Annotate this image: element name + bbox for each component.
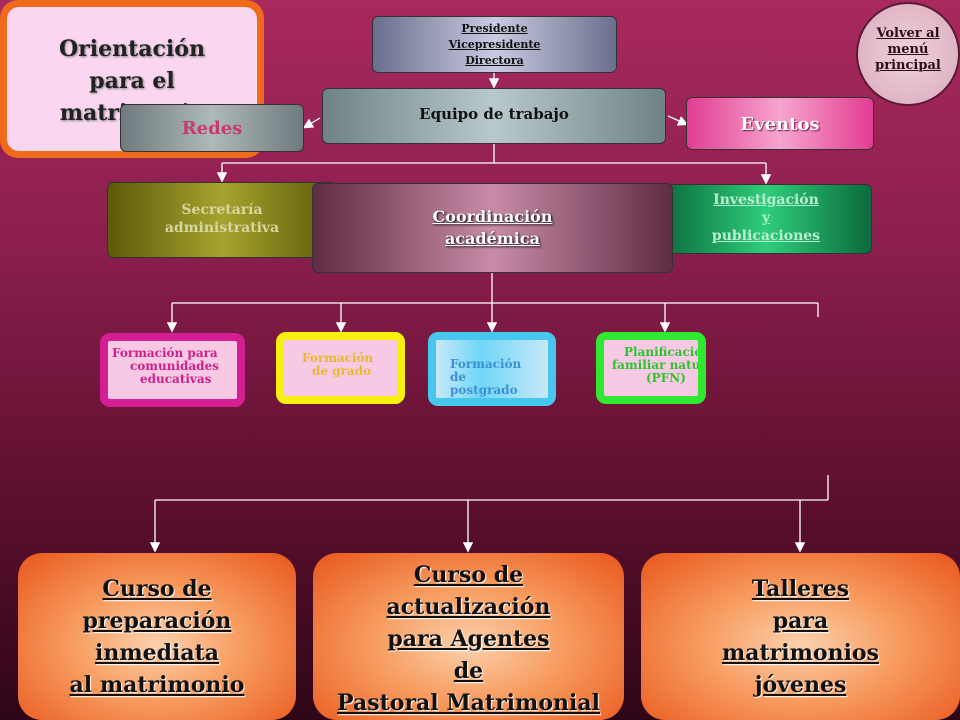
node-formacion-postgrado-line2: de postgrado [450, 370, 518, 397]
node-curso-actualizacion-line3: para Agentes [387, 626, 550, 652]
node-redes[interactable]: Redes [120, 104, 304, 152]
node-planificacion-familiar[interactable]: Planificación familiar natural (PFN) [596, 332, 706, 404]
node-curso-actualizacion-line4: de [453, 658, 484, 684]
node-planificacion-line1: Planificación [624, 345, 706, 359]
node-planificacion-line3: (PFN) [646, 371, 686, 385]
node-presidente[interactable]: Presidente Vicepresidente Directora [372, 16, 617, 73]
node-talleres-line4: jóvenes [754, 672, 847, 698]
node-presidente-line2: Vicepresidente [448, 38, 541, 51]
node-coordinacion-academica[interactable]: Coordinación académica [312, 183, 673, 273]
node-curso-preparacion-line1: Curso de [102, 576, 212, 602]
node-talleres-line2: para [772, 608, 829, 634]
node-curso-actualizacion-line5: Pastoral Matrimonial [337, 690, 600, 716]
node-formacion-comunidades-line3: educativas [140, 372, 212, 386]
node-curso-preparacion[interactable]: Curso de preparación inmediata al matrim… [18, 553, 296, 720]
node-formacion-grado[interactable]: Formación de grado [276, 332, 405, 404]
node-investigacion-line3: publicaciones [711, 228, 821, 244]
node-eventos[interactable]: Eventos [686, 97, 874, 150]
node-curso-preparacion-line2: preparación [82, 608, 232, 634]
node-secretaria-line2: administrativa [164, 220, 280, 236]
node-equipo-de-trabajo[interactable]: Equipo de trabajo [322, 88, 666, 144]
node-formacion-comunidades-line1: Formación para [112, 346, 218, 360]
node-redes-label: Redes [181, 118, 243, 139]
node-talleres-matrimonios[interactable]: Talleres para matrimonios jóvenes [641, 553, 960, 720]
node-formacion-grado-line1: Formación [302, 351, 374, 365]
node-curso-actualizacion[interactable]: Curso de actualización para Agentes de P… [313, 553, 624, 720]
node-formacion-comunidades[interactable]: Formación para comunidades educativas [100, 333, 245, 407]
node-curso-actualizacion-line1: Curso de [413, 562, 524, 588]
node-secretaria-administrativa[interactable]: Secretaría administrativa [107, 182, 337, 258]
node-investigacion-publicaciones[interactable]: Investigación y publicaciones [660, 184, 872, 254]
node-orientacion-line1: Orientación [59, 36, 205, 62]
back-to-main-menu-button[interactable]: Volver al menú principal [856, 2, 960, 106]
node-talleres-line3: matrimonios [721, 640, 879, 666]
node-formacion-grado-line2: de grado [312, 364, 372, 378]
node-presidente-line1: Presidente [461, 22, 528, 35]
node-presidente-line3: Directora [465, 54, 524, 67]
node-formacion-comunidades-line2: comunidades [130, 359, 219, 373]
node-curso-actualizacion-line2: actualización [386, 594, 551, 620]
node-investigacion-line2: y [761, 210, 771, 226]
node-coordinacion-line1: Coordinación [432, 207, 553, 226]
back-button-line3: principal [875, 58, 941, 73]
back-button-line2: menú [887, 42, 929, 57]
back-button-line1: Volver al [876, 26, 940, 41]
node-investigacion-line1: Investigación [713, 192, 819, 208]
node-secretaria-line1: Secretaría [181, 202, 263, 218]
node-curso-preparacion-line4: al matrimonio [69, 672, 245, 698]
node-equipo-label: Equipo de trabajo [419, 105, 569, 123]
node-coordinacion-line2: académica [445, 229, 540, 248]
node-formacion-postgrado-line1: Formación [450, 357, 522, 371]
node-curso-preparacion-line3: inmediata [94, 640, 220, 666]
node-eventos-label: Eventos [740, 114, 820, 135]
node-talleres-line1: Talleres [751, 576, 850, 602]
node-planificacion-line2: familiar natural [612, 358, 706, 372]
node-orientacion-line2: para el [89, 68, 175, 94]
node-formacion-postgrado[interactable]: Formación de postgrado [428, 332, 556, 406]
